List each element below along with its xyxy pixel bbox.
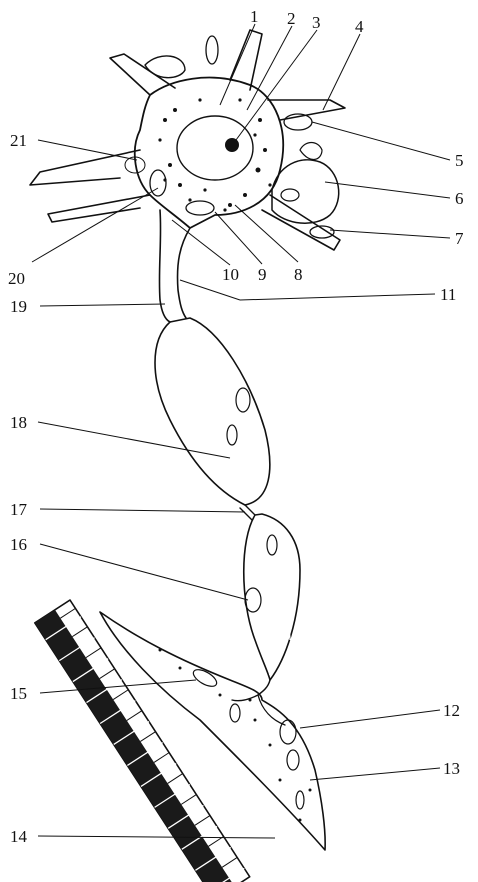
- leader-16: [40, 544, 248, 600]
- label-17: 17: [10, 500, 28, 519]
- label-8: 8: [294, 265, 303, 284]
- label-20: 20: [8, 269, 25, 288]
- leader-1: [220, 24, 255, 105]
- dendrite-right: [268, 100, 345, 120]
- schmidt-lanterman-1: [165, 345, 258, 480]
- labels: 1 2 3 4 5 6 7 8 9 10 11 12 13 14 15 16 1…: [8, 7, 464, 846]
- leader-18: [38, 422, 230, 458]
- schwann-nucleus-1b: [227, 425, 237, 445]
- leader-13: [310, 768, 440, 780]
- label-16: 16: [10, 535, 27, 554]
- satellite-cell-left: [150, 170, 166, 196]
- axon-right-edge: [178, 228, 191, 318]
- leader-10: [172, 220, 230, 265]
- striations-top: [60, 608, 237, 867]
- sole-plate-nucleus-4: [287, 750, 299, 770]
- leader-12: [300, 710, 440, 728]
- dendrite-top-left: [110, 54, 175, 95]
- leader-9: [215, 212, 262, 264]
- leader-14: [38, 836, 275, 838]
- leader-2: [247, 26, 292, 110]
- capillary-endothelium: [281, 189, 299, 201]
- muscle-fiber: [35, 600, 250, 882]
- terminal-axon: [258, 680, 270, 695]
- leader-21: [38, 140, 137, 160]
- satellite-cell-bottom: [186, 201, 214, 215]
- leader-20: [32, 188, 158, 262]
- leader-8: [235, 205, 298, 262]
- axon-core-2: [262, 520, 271, 675]
- dendrite-left: [30, 150, 140, 185]
- label-7: 7: [455, 229, 464, 248]
- leader-5: [312, 122, 450, 160]
- label-10: 10: [222, 265, 239, 284]
- glial-nucleus-top: [206, 36, 218, 64]
- myelin-sheath-2: [244, 514, 300, 680]
- perivascular-cell: [300, 143, 322, 160]
- dendrite-lower-left: [48, 195, 150, 222]
- leader-11a: [240, 294, 435, 300]
- label-18: 18: [10, 413, 27, 432]
- glial-cell-top: [145, 56, 185, 78]
- schwann-nucleus-1: [236, 388, 250, 412]
- label-11: 11: [440, 285, 456, 304]
- neuromuscular-junction: [35, 600, 325, 882]
- label-6: 6: [455, 189, 464, 208]
- label-1: 1: [250, 7, 259, 26]
- label-9: 9: [258, 265, 267, 284]
- label-12: 12: [443, 701, 460, 720]
- label-19: 19: [10, 297, 27, 316]
- end-plate-granules: [159, 649, 312, 822]
- muscle-nucleus: [296, 791, 304, 809]
- axon-core-1: [178, 330, 248, 498]
- leader-7: [330, 230, 450, 238]
- label-15: 15: [10, 684, 27, 703]
- leader-17: [40, 509, 245, 512]
- label-4: 4: [355, 17, 364, 36]
- sole-plate-nucleus-3: [280, 720, 296, 744]
- nucleus: [177, 116, 253, 180]
- sole-plate-nucleus-2: [230, 704, 240, 722]
- axon-left-edge: [159, 210, 170, 322]
- leader-19: [40, 304, 165, 306]
- nucleolus: [225, 138, 239, 152]
- label-14: 14: [10, 827, 28, 846]
- label-21: 21: [10, 131, 27, 150]
- label-13: 13: [443, 759, 460, 778]
- leader-4: [323, 34, 360, 110]
- label-5: 5: [455, 151, 464, 170]
- leader-6: [325, 182, 450, 198]
- label-3: 3: [312, 13, 321, 32]
- soma-outline: [135, 78, 283, 228]
- label-2: 2: [287, 9, 296, 28]
- cell-body: [30, 30, 345, 250]
